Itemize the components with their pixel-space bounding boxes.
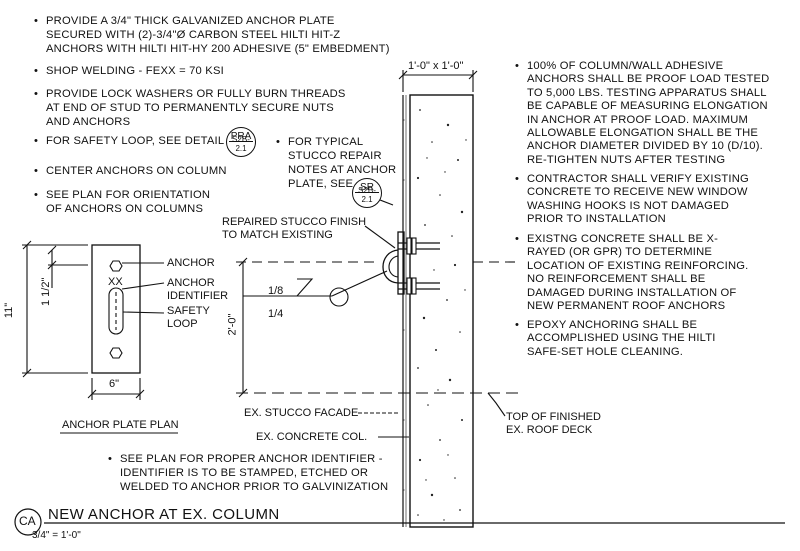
- column-size-label: 1'-0" x 1'-0": [408, 60, 464, 72]
- note-center-anchors: CENTER ANCHORS ON COLUMN: [34, 164, 227, 178]
- plan-identifier-label: ANCHOR IDENTIFIER: [167, 277, 229, 302]
- weld-bottom-label: 1/4: [268, 308, 284, 320]
- pra-divider: [229, 141, 253, 142]
- anchor-plate: [397, 231, 405, 295]
- sr-divider: [355, 192, 379, 193]
- note-proof-load: 100% OF COLUMN/WALL ADHESIVE ANCHORS SHA…: [515, 60, 769, 167]
- plan-xx-label: XX: [108, 276, 123, 288]
- roof-deck-label: TOP OF FINISHED EX. ROOF DECK: [506, 411, 601, 436]
- note-verify-concrete: CONTRACTOR SHALL VERIFY EXISTING CONCRET…: [515, 173, 749, 227]
- note-anchor-plate: PROVIDE A 3/4" THICK GALVANIZED ANCHOR P…: [34, 14, 390, 56]
- detail-title: NEW ANCHOR AT EX. COLUMN: [48, 506, 280, 523]
- concrete-column: [409, 94, 474, 528]
- ex-stucco-label: EX. STUCCO FACADE: [244, 407, 359, 419]
- repaired-stucco-label: REPAIRED STUCCO FINISH TO MATCH EXISTING: [222, 216, 367, 241]
- pra-bottom: S2B-2.1: [232, 135, 250, 153]
- plan-safety-loop-label: SAFETY LOOP: [167, 305, 210, 330]
- safety-loop: [382, 249, 399, 284]
- weld-top-label: 1/8: [268, 285, 284, 297]
- plan-dim-1-5-label: 1 1/2": [40, 277, 52, 306]
- plan-caption: ANCHOR PLATE PLAN: [62, 419, 179, 431]
- note-xray: EXISTNG CONCRETE SHALL BE X- RAYED (OR G…: [515, 233, 748, 313]
- plan-anchor-label: ANCHOR: [167, 257, 215, 269]
- detail-ref-pra: PRA S2B-2.1: [226, 127, 256, 157]
- note-shop-welding: SHOP WELDING - FEXX = 70 KSI: [34, 64, 224, 78]
- note-identifier: SEE PLAN FOR PROPER ANCHOR IDENTIFIER - …: [108, 452, 388, 494]
- detail-ref-sr: SR S2B-2.1: [352, 178, 382, 208]
- note-safety-loop: FOR SAFETY LOOP, SEE DETAIL: [34, 134, 224, 148]
- plan-safety-loop: [108, 287, 124, 335]
- plan-plate: [91, 244, 141, 374]
- ex-concrete-label: EX. CONCRETE COL.: [256, 431, 368, 443]
- note-lock-washers: PROVIDE LOCK WASHERS OR FULLY BURN THREA…: [34, 87, 346, 129]
- dim-2ft-label: 2'-0": [226, 313, 239, 336]
- sr-top: SR: [360, 182, 374, 193]
- sr-bottom: S2B-2.1: [358, 186, 376, 204]
- pra-top: PRA: [230, 131, 252, 142]
- plan-dim-6-label: 6": [109, 378, 120, 390]
- detail-scale: 3/4" = 1'-0": [32, 530, 81, 541]
- detail-tag: CA: [19, 514, 36, 528]
- plan-dim-11-label: 11": [3, 302, 16, 319]
- note-orientation: SEE PLAN FOR ORIENTATION OF ANCHORS ON C…: [34, 188, 210, 216]
- note-epoxy: EPOXY ANCHORING SHALL BE ACCOMPLISHED US…: [515, 319, 716, 359]
- note-stucco-repair: FOR TYPICAL STUCCO REPAIR NOTES AT ANCHO…: [276, 135, 396, 191]
